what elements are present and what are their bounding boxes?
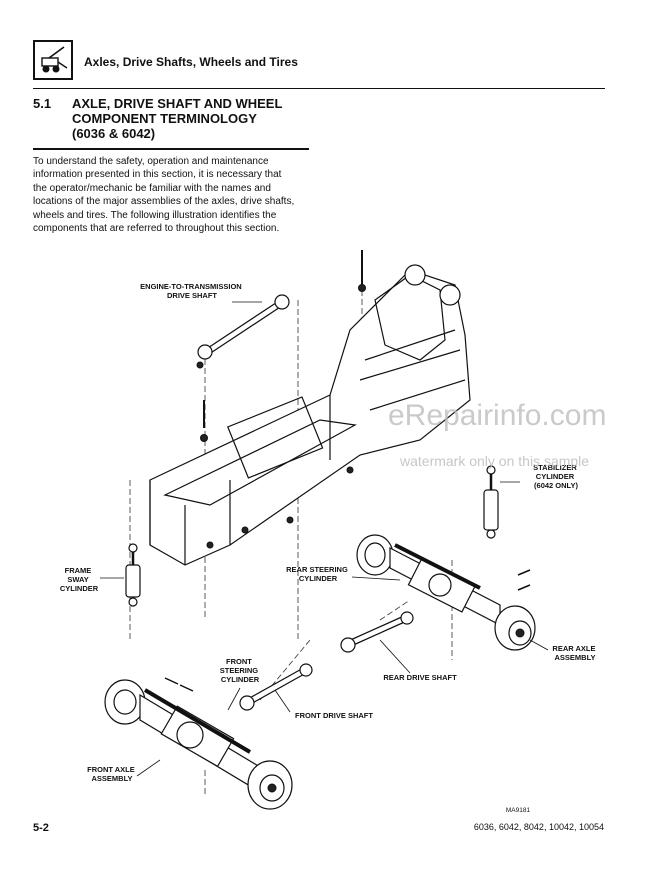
front-drive-shaft	[239, 663, 313, 711]
page-header-title: Axles, Drive Shafts, Wheels and Tires	[84, 55, 298, 69]
intro-line: information presented in this section, i…	[33, 169, 282, 181]
intro-line: To understand the safety, operation and …	[33, 156, 269, 167]
bolts	[164, 250, 531, 692]
intro-line: locations of the major assemblies of the…	[33, 196, 295, 208]
label-engine-drive-shaft: ENGINE-TO-TRANSMISSION DRIVE SHAFT	[140, 282, 244, 300]
label-frame-sway-cylinder: FRAME SWAY CYLINDER	[60, 566, 99, 593]
rear-axle-assembly	[356, 534, 536, 651]
label-front-drive-shaft: FRONT DRIVE SHAFT	[295, 711, 373, 720]
engine-drive-shaft	[196, 294, 290, 369]
watermark-site: eRepairinfo.com	[388, 399, 606, 432]
section-number: 5.1	[33, 96, 52, 111]
label-front-steering-cylinder: FRONT STEERING CYLINDER	[220, 657, 260, 684]
section-title-line: AXLE, DRIVE SHAFT AND WHEEL	[72, 96, 283, 111]
figure-id: MA9181	[506, 807, 531, 814]
front-axle-assembly	[104, 679, 293, 810]
header-rule	[33, 88, 605, 89]
label-rear-drive-shaft: REAR DRIVE SHAFT	[383, 673, 457, 682]
page-number: 5-2	[33, 822, 49, 834]
label-front-axle-assembly: FRONT AXLE ASSEMBLY	[87, 765, 137, 783]
label-rear-steering-cylinder: REAR STEERING CYLINDER	[286, 565, 350, 583]
forklift-icon	[33, 40, 73, 80]
rear-drive-shaft	[340, 611, 414, 653]
label-rear-axle-assembly: REAR AXLE ASSEMBLY	[552, 644, 597, 662]
section-rule	[33, 148, 309, 150]
watermark-notice: watermark only on this sample	[399, 453, 589, 469]
intro-line: wheels and tires. The following illustra…	[33, 209, 277, 221]
intro-line: the operator/mechanic be familiar with t…	[33, 182, 271, 194]
intro-paragraph: To understand the safety, operation and …	[33, 155, 313, 235]
section-title: AXLE, DRIVE SHAFT AND WHEEL COMPONENT TE…	[72, 96, 312, 141]
intro-line: components that are referred to througho…	[33, 223, 280, 235]
main-frame	[149, 264, 471, 566]
label-stabilizer-cylinder: STABILIZER CYLINDER (6042 ONLY)	[533, 463, 579, 490]
frame-sway-cylinder	[125, 543, 141, 607]
leader-lines	[100, 301, 549, 777]
section-title-line: COMPONENT TERMINOLOGY	[72, 111, 257, 126]
section-title-line: (6036 & 6042)	[72, 126, 156, 141]
model-numbers: 6036, 6042, 8042, 10042, 10054	[473, 822, 604, 832]
stabilizer-cylinder	[483, 465, 499, 539]
